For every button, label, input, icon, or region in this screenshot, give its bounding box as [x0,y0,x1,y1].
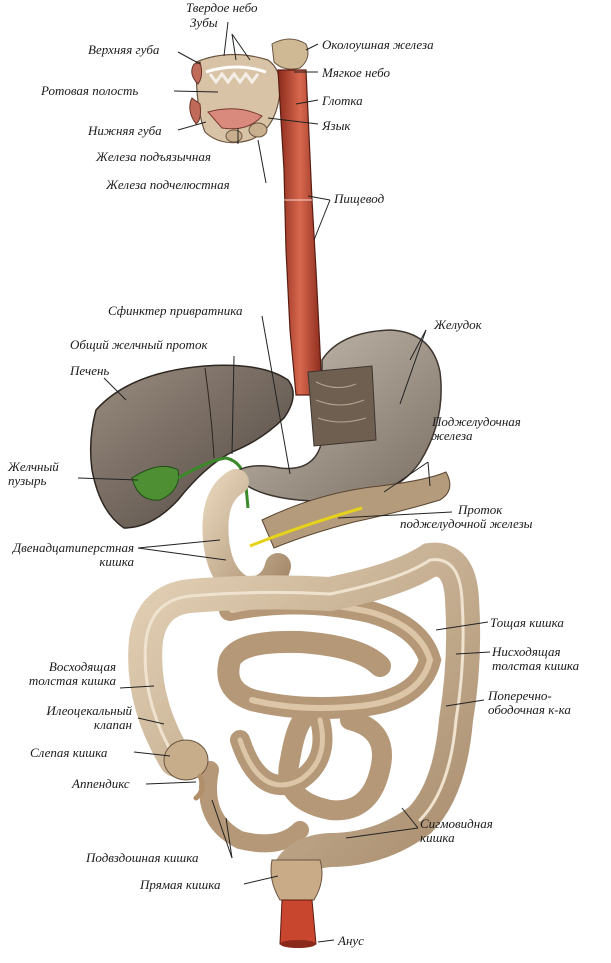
label-esophagus: Пищевод [334,191,385,206]
label-stomach: Желудок [434,317,482,332]
liver-shape [89,364,294,529]
label-anus: Анус [338,933,364,948]
label-pyloric-sphincter: Сфинктер привратника [108,303,243,318]
small-intestine-shape [199,592,442,853]
label-pancreas-line2: железа [432,428,473,443]
label-ileocecal-valve-line1: Илеоцекальный [46,703,132,718]
label-ileocecal-valve-line2: клапан [93,717,132,732]
label-teeth: Зубы [190,15,218,30]
label-pancreatic-duct: Проток поджелудочной железы [400,503,532,531]
label-liver: Печень [70,363,110,378]
colon-shape [128,542,481,887]
mouth-region [189,38,309,144]
label-ileocecal-valve: Илеоцекальный клапан [20,704,132,732]
label-pancreatic-duct-line1: Проток [458,502,503,517]
label-descending-colon-line1: Нисходящая [492,644,561,659]
label-tongue: Язык [322,118,351,133]
label-submandibular-gland: Железа подчелюстная [106,177,230,192]
label-lower-lip: Нижняя губа [88,123,162,138]
label-transverse-colon-line2: ободочная к-ка [488,702,571,717]
label-sigmoid-colon-line1: Сигмовидная [420,816,493,831]
esophagus-shape [277,69,323,396]
label-ascending-colon-line1: Восходящая [48,659,116,674]
label-gallbladder-line2: пузырь [8,473,47,488]
label-sigmoid-colon: Сигмовидная кишка [420,817,493,845]
label-rectum: Прямая кишка [140,877,221,892]
cecum-shape [163,739,209,801]
label-jejunum: Тощая кишка [490,615,564,630]
label-pancreas: Поджелудочная железа [432,415,521,443]
label-transverse-colon-line1: Поперечно- [488,688,552,703]
label-ileum: Подвздошная кишка [86,850,199,865]
label-soft-palate: Мягкое небо [322,65,390,80]
rectum-shape [270,859,323,948]
label-gallbladder-line1: Желчный [8,459,59,474]
label-descending-colon-line2: толстая кишка [492,658,580,673]
label-pharynx: Глотка [322,93,363,108]
label-appendix: Аппендикс [72,776,130,791]
label-ascending-colon: Восходящая толстая кишка [6,660,116,688]
label-upper-lip: Верхняя губа [88,42,160,57]
label-common-bile-duct: Общий желчный проток [70,337,208,352]
label-pancreas-line1: Поджелудочная [432,414,521,429]
label-ascending-colon-line2: толстая кишка [28,673,116,688]
leader-lines [77,21,491,943]
label-descending-colon: Нисходящая толстая кишка [492,645,579,673]
pancreas-shape [249,471,451,549]
label-cecum: Слепая кишка [30,745,108,760]
label-pancreatic-duct-line2: поджелудочной железы [400,516,533,531]
label-oral-cavity: Ротовая полость [41,83,139,98]
label-gallbladder: Желчный пузырь [8,460,59,488]
label-duodenum-line1: Двенадцатиперстная [12,540,134,555]
label-hard-palate: Твердое небо [186,0,258,15]
label-sigmoid-colon-line2: кишка [420,830,455,845]
label-sublingual-gland: Железа подъязычная [96,149,211,164]
stomach-shape [235,329,442,502]
label-parotid-gland: Околоушная железа [322,37,434,52]
label-transverse-colon: Поперечно- ободочная к-ка [488,689,571,717]
label-duodenum: Двенадцатиперстная кишка [6,541,134,569]
label-duodenum-line2: кишка [99,554,134,569]
